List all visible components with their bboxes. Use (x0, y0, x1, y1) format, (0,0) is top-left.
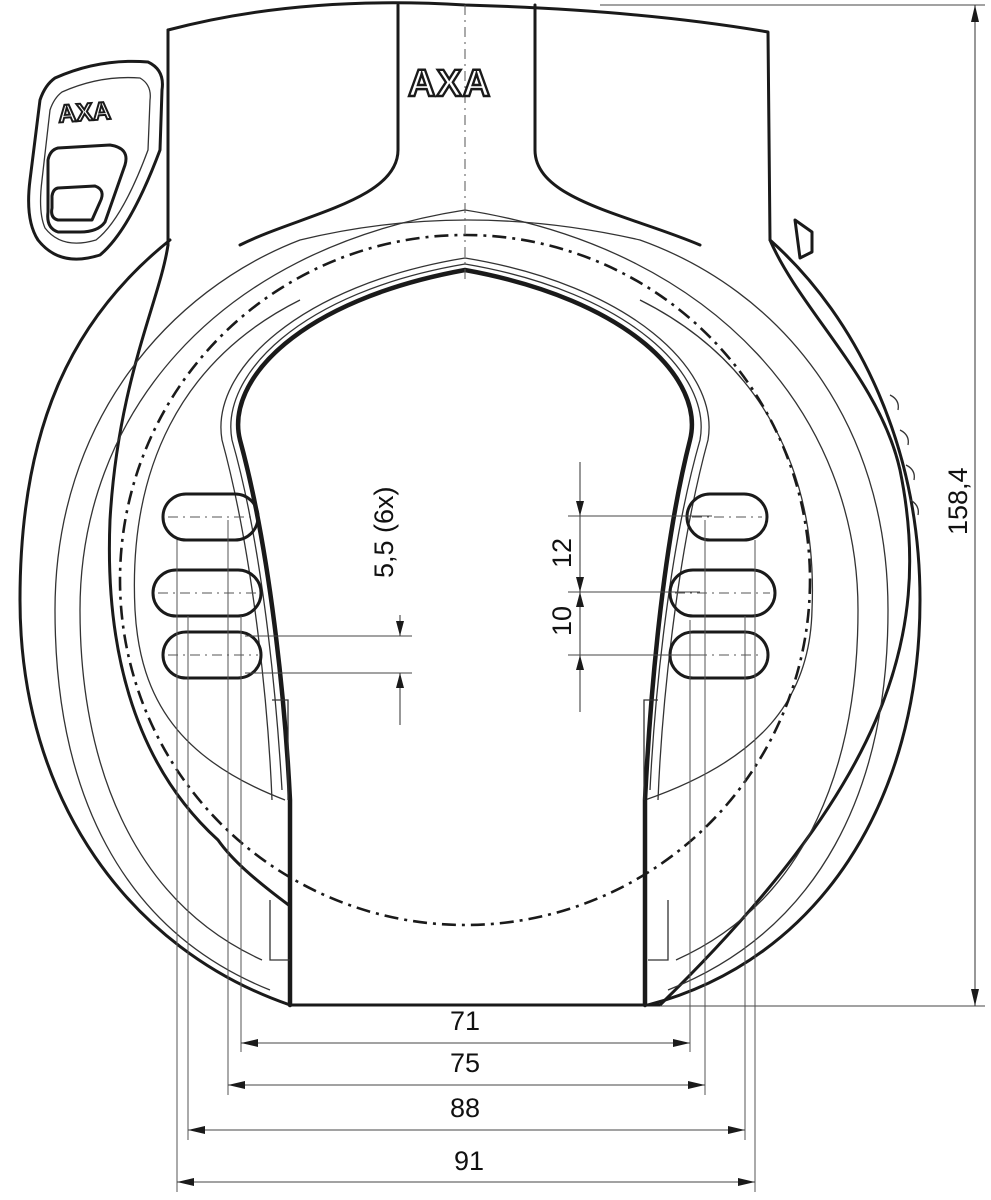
keyhole-inner (50, 184, 104, 222)
slot-width-label: 5,5 (6x) (369, 486, 399, 578)
key-cover: AXA (27, 59, 164, 261)
grip-ridge-4 (909, 499, 919, 516)
height-arrow-top (971, 5, 979, 22)
mounting-slots-right (668, 492, 777, 680)
pitch-lower-label: 10 (547, 606, 577, 636)
ring-outer-left (18, 238, 292, 1007)
slot-left-3 (161, 630, 263, 680)
dim-75-label: 75 (450, 1048, 480, 1078)
grip-ridge-1 (889, 394, 899, 411)
slot-pitch-dimension: 12 10 (547, 462, 712, 712)
shackle-inner-line-2 (230, 263, 702, 791)
shackle-guide-left (272, 699, 289, 800)
top-housing (166, 3, 702, 247)
lock-body (18, 1, 922, 1007)
slot-width-dimension: 5,5 (6x) (245, 486, 412, 725)
dim-71-arrow-left (241, 1039, 258, 1047)
dim-91-arrow-right (738, 1178, 755, 1186)
pitch-circle (118, 233, 812, 927)
pitch-arrow-4 (576, 655, 584, 670)
dim-71-arrow-right (673, 1039, 690, 1047)
ring-outer-right (646, 238, 922, 1007)
key-cover-inner (39, 76, 151, 244)
side-button (793, 218, 814, 260)
pitch-arrow-2 (576, 577, 584, 592)
dim-71-label: 71 (450, 1006, 480, 1036)
slot-right-1 (685, 492, 769, 542)
slot-width-arrow-bottom (396, 673, 404, 688)
dim-91-arrow-left (177, 1178, 194, 1186)
slot-right-2 (668, 568, 777, 618)
shackle-opening (220, 257, 710, 1008)
shackle-end-right (648, 900, 669, 961)
ring-inner-line (54, 219, 889, 991)
height-dimension: 158,4 (600, 4, 985, 1007)
pitch-arrow-3 (576, 592, 584, 607)
shackle-end-left (269, 900, 290, 961)
dim-75-arrow-right (688, 1081, 705, 1089)
body-outer-outline (107, 1, 912, 1007)
body-logo: AXA (408, 63, 491, 105)
shackle-inner-line-1 (220, 257, 710, 801)
pitch-upper-label: 12 (547, 538, 577, 568)
mounting-plate-outline (133, 299, 814, 801)
dim-88-arrow-left (188, 1126, 205, 1134)
shackle-guide-right (643, 699, 658, 800)
slot-left-2 (151, 568, 263, 618)
slot-width-arrow-top (396, 621, 404, 636)
height-arrow-bottom (971, 989, 979, 1006)
height-label: 158,4 (943, 467, 973, 535)
key-cover-logo: AXA (57, 97, 112, 129)
shackle-inner-edge (236, 267, 694, 1008)
keyhole-slot (46, 143, 128, 234)
dim-91-label: 91 (454, 1146, 484, 1176)
dim-75-arrow-left (228, 1081, 245, 1089)
grip-ridge-2 (899, 429, 909, 446)
dim-88-label: 88 (450, 1093, 480, 1123)
pitch-arrow-1 (576, 501, 584, 516)
slot-left-1 (161, 492, 260, 542)
width-dimensions: 71 75 88 91 (176, 520, 756, 1192)
mounting-slots-left (151, 492, 263, 680)
grip-ridge-3 (905, 464, 915, 481)
ring-groove-line (79, 209, 859, 961)
key-cover-outline (27, 59, 164, 261)
dim-88-arrow-right (728, 1126, 745, 1134)
